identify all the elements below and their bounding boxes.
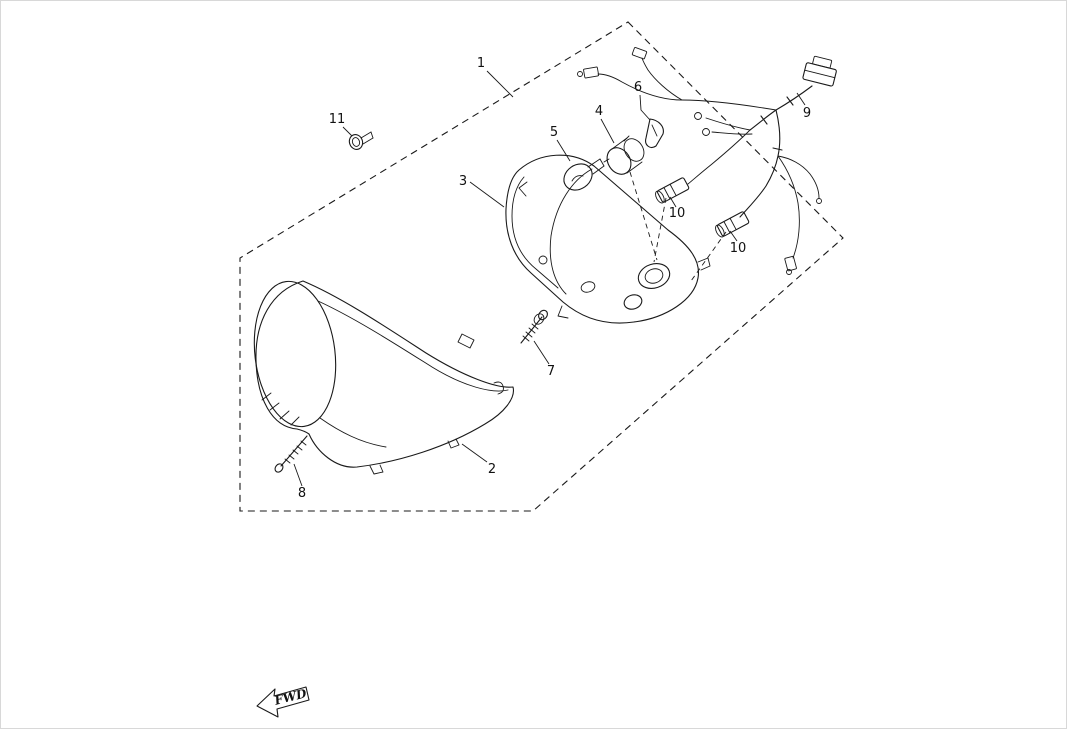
part-label-4: 4 xyxy=(595,104,603,119)
turn-signal-socket-1 xyxy=(655,177,690,204)
housing-bulb-hole-small xyxy=(623,294,643,310)
wire-harness xyxy=(577,47,837,275)
leader-lines xyxy=(293,70,806,487)
assembly-boundary xyxy=(239,21,844,512)
part-label-5: 5 xyxy=(550,125,558,140)
screw-with-spring xyxy=(520,309,548,344)
bulb-socket xyxy=(606,135,645,175)
harness-terminal-5 xyxy=(784,255,797,272)
part-label-8: 8 xyxy=(298,486,306,501)
lens-foot-1 xyxy=(369,464,384,475)
housing-right-tab xyxy=(697,257,711,271)
lens-oval xyxy=(253,280,337,428)
lens-mount-bracket xyxy=(457,333,475,349)
part-label-3: 3 xyxy=(459,174,467,189)
harness-terminal-4 xyxy=(702,128,710,136)
part-label-10b: 10 xyxy=(730,241,747,256)
headlight-housing xyxy=(505,154,711,324)
harness-terminal-2 xyxy=(631,47,648,60)
part-label-2: 2 xyxy=(488,462,496,477)
long-screw xyxy=(274,435,308,473)
flange-bolt xyxy=(348,131,374,150)
housing-top-tab xyxy=(518,181,528,197)
headlight-lens-assembly xyxy=(253,280,514,475)
harness-terminal-1 xyxy=(583,66,600,79)
part-label-9: 9 xyxy=(803,106,811,121)
housing-bulb-hole-large xyxy=(637,263,671,289)
lens-hatching xyxy=(261,392,300,426)
part-label-7: 7 xyxy=(547,364,555,379)
housing-bottom-foot xyxy=(557,305,569,319)
harness-terminal-6 xyxy=(816,198,822,204)
part-label-10a: 10 xyxy=(669,206,686,221)
turn-signal-socket-2 xyxy=(715,211,750,238)
socket-clip xyxy=(645,118,664,148)
harness-terminal-3 xyxy=(694,112,702,120)
part-label-11: 11 xyxy=(329,112,346,127)
part-label-1: 1 xyxy=(477,56,485,71)
insertion-guides xyxy=(629,171,727,282)
lens-foot-2 xyxy=(447,438,460,449)
harness-connector xyxy=(802,55,837,87)
bulb xyxy=(563,158,610,191)
assembly-boundary-outline xyxy=(239,21,844,512)
lens-hook xyxy=(493,381,504,395)
part-labels: 1 2 3 4 5 6 7 8 9 10 10 11 xyxy=(298,56,811,501)
fwd-arrow: FWD xyxy=(256,686,310,718)
part-label-6: 6 xyxy=(634,80,642,95)
housing-hole-mid xyxy=(580,281,596,293)
housing-screw-hole xyxy=(538,255,548,265)
fwd-arrow-icon xyxy=(256,686,310,718)
